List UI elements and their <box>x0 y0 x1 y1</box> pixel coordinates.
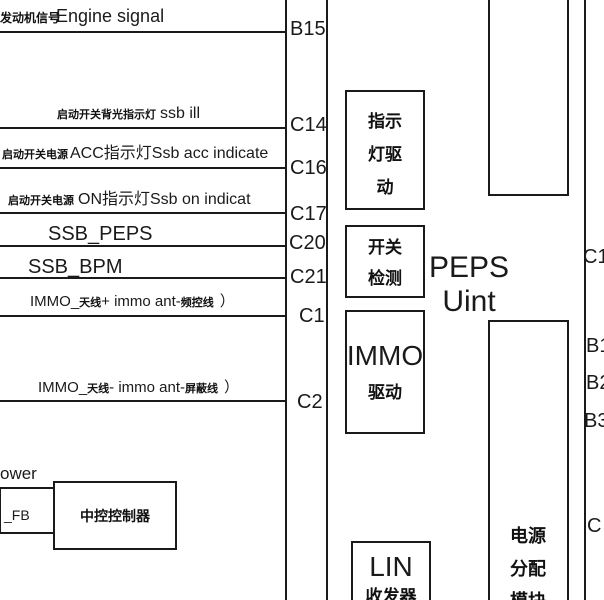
power-distribution-line1: 电源 <box>510 525 546 547</box>
pin-c21: C21 <box>290 266 327 288</box>
pin-c14: C14 <box>290 114 327 136</box>
engine-signal-cn: 发动机信号 <box>0 10 60 25</box>
right-pin-c: C <box>587 515 601 537</box>
switch-detect-line1: 开关 <box>368 237 402 258</box>
indicator-driver-line1: 指示 <box>368 111 402 132</box>
peps-title-line2: Uint <box>442 285 496 318</box>
right-pin-b3: B3 <box>584 410 604 432</box>
immo-plus-label: IMMO_天线+ immo ant-频控线） <box>30 293 235 310</box>
engine-signal-label: Engine signal <box>56 6 164 26</box>
fb-label: _FB <box>3 507 30 523</box>
signal-wires <box>0 31 286 534</box>
indicator-driver-line3: 动 <box>377 178 394 198</box>
power-distribution-block <box>488 320 569 600</box>
ssb-acc-cn: 启动开关电源 <box>2 147 68 161</box>
central-controller-block <box>53 481 177 550</box>
right-pin-c1: C1 <box>583 246 604 268</box>
pin-c1: C1 <box>299 305 325 327</box>
power-distribution-line2: 分配 <box>510 559 546 580</box>
switch-detect-block <box>345 225 425 298</box>
immo-driver-sub: 驱动 <box>368 383 402 403</box>
lin-transceiver-sub: 收发器 <box>366 586 418 600</box>
right-pin-b2: B2 <box>586 372 604 394</box>
ssb-bpm-label: SSB_BPM <box>28 256 122 278</box>
ssb-ill-label: ssb ill <box>160 105 200 122</box>
power-label: ower <box>0 464 37 483</box>
switch-detect-line2: 检测 <box>368 268 402 289</box>
central-controller-label: 中控控制器 <box>80 508 151 525</box>
indicator-driver-block <box>345 90 425 210</box>
upper-right-block <box>488 0 569 196</box>
indicator-driver-line2: 灯驱 <box>368 145 402 165</box>
peps-unit-outline <box>285 0 586 600</box>
ssb-on-cn: 启动开关电源 <box>8 193 74 207</box>
ssb-peps-label: SSB_PEPS <box>48 223 153 245</box>
pin-c20: C20 <box>289 232 326 254</box>
pin-c16: C16 <box>290 157 327 179</box>
right-pin-b1: B1 <box>586 335 604 357</box>
ssb-acc-label: ACC指示灯Ssb acc indicate <box>70 144 268 162</box>
ssb-ill-cn: 启动开关背光指示灯 <box>57 107 156 121</box>
power-distribution-line3: 模块 <box>510 590 547 600</box>
pin-c2: C2 <box>297 391 323 413</box>
immo-driver-block <box>345 310 425 434</box>
immo-minus-label: IMMO_天线- immo ant-屏蔽线） <box>38 379 239 396</box>
peps-title-line1: PEPS <box>429 251 509 284</box>
lin-transceiver-title: LIN <box>369 551 413 582</box>
immo-driver-title: IMMO <box>347 340 423 371</box>
pin-b15: B15 <box>290 18 326 40</box>
pin-c17: C17 <box>290 203 327 225</box>
ssb-on-label: ON指示灯Ssb on indicat <box>78 190 251 208</box>
lin-transceiver-block <box>351 541 431 600</box>
